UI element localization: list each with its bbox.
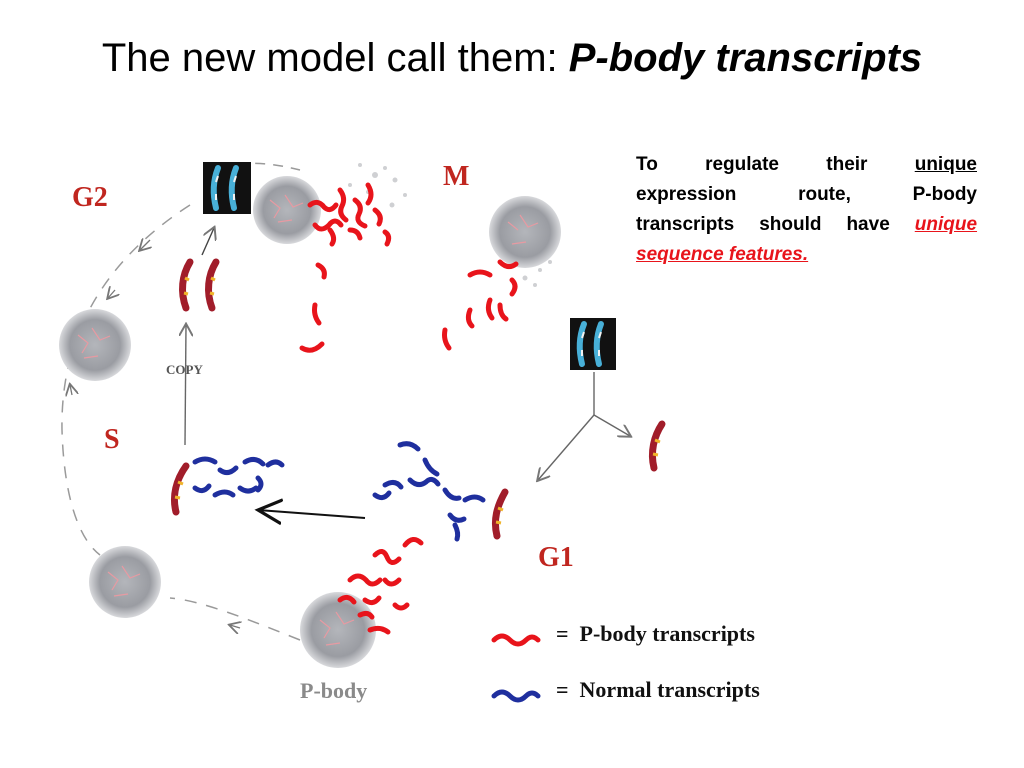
- copy-label: COPY: [166, 362, 203, 377]
- note-line-3: transcripts should have unique: [636, 210, 977, 240]
- note-line-2: expression route, P-body: [636, 180, 977, 210]
- chromosome-right-single: [648, 420, 666, 472]
- branch-arrow-left: [538, 414, 595, 480]
- nucleus-g1: [89, 546, 161, 618]
- note-word-red: sequence features.: [636, 244, 809, 265]
- legend-normal-swatch: [491, 689, 541, 703]
- nucleus-pbody: [300, 592, 376, 668]
- branch-arrow-right: [593, 414, 630, 436]
- explanation-note: To regulate their unique expression rout…: [636, 150, 977, 270]
- title-emphasis: P-body transcripts: [568, 36, 923, 80]
- note-word-red: unique: [914, 214, 978, 235]
- pbody-transcripts-m-right: [442, 259, 519, 351]
- nucleus-g2: [253, 176, 321, 244]
- copy-arrow: [185, 325, 186, 446]
- cycle-path-bottom: [169, 597, 301, 641]
- chromosome-image-top: [203, 162, 251, 214]
- note-word: expression: [636, 184, 737, 205]
- normal-transcripts-g1: [372, 441, 486, 542]
- phase-label-g1: G1: [538, 542, 574, 573]
- chromosome-pair-g2: [179, 258, 220, 312]
- note-line-1: To regulate their unique: [636, 150, 977, 180]
- legend-pbody-swatch: [491, 633, 541, 647]
- title-prefix: The new model call them:: [101, 36, 569, 80]
- nucleus-m: [489, 196, 561, 268]
- note-word: To: [636, 154, 658, 175]
- chromosome-s-phase: [170, 462, 190, 516]
- note-word: their: [826, 154, 868, 175]
- chromosome-g1-center: [491, 488, 509, 540]
- note-word: transcripts: [636, 214, 735, 235]
- phase-label-s: S: [104, 424, 120, 455]
- pbody-label: P-body: [300, 678, 367, 703]
- note-word: route,: [798, 184, 851, 205]
- note-word: regulate: [705, 154, 779, 175]
- upward-arrow: [201, 228, 214, 256]
- note-word: have: [846, 214, 890, 235]
- pbody-transcripts-m: [299, 182, 392, 353]
- chromosome-image-right: [570, 318, 616, 370]
- cycle-path: [61, 204, 191, 556]
- nucleus-s: [59, 309, 131, 381]
- note-word: P-body: [912, 184, 977, 205]
- legend-normal-text: = Normal transcripts: [556, 677, 760, 702]
- note-line-4: sequence features.: [636, 240, 977, 270]
- phase-label-g2: G2: [72, 182, 108, 213]
- legend-pbody-text: = P-body transcripts: [556, 621, 755, 646]
- phase-label-m: M: [443, 161, 469, 192]
- normal-transcripts-s: [192, 456, 285, 498]
- pbody-transcripts-g1: [337, 537, 424, 635]
- note-word: should: [759, 214, 822, 235]
- note-word-underlined: unique: [914, 154, 977, 175]
- slide-title: The new model call them: P-body transcri…: [0, 36, 1024, 81]
- main-left-arrow: [258, 510, 366, 518]
